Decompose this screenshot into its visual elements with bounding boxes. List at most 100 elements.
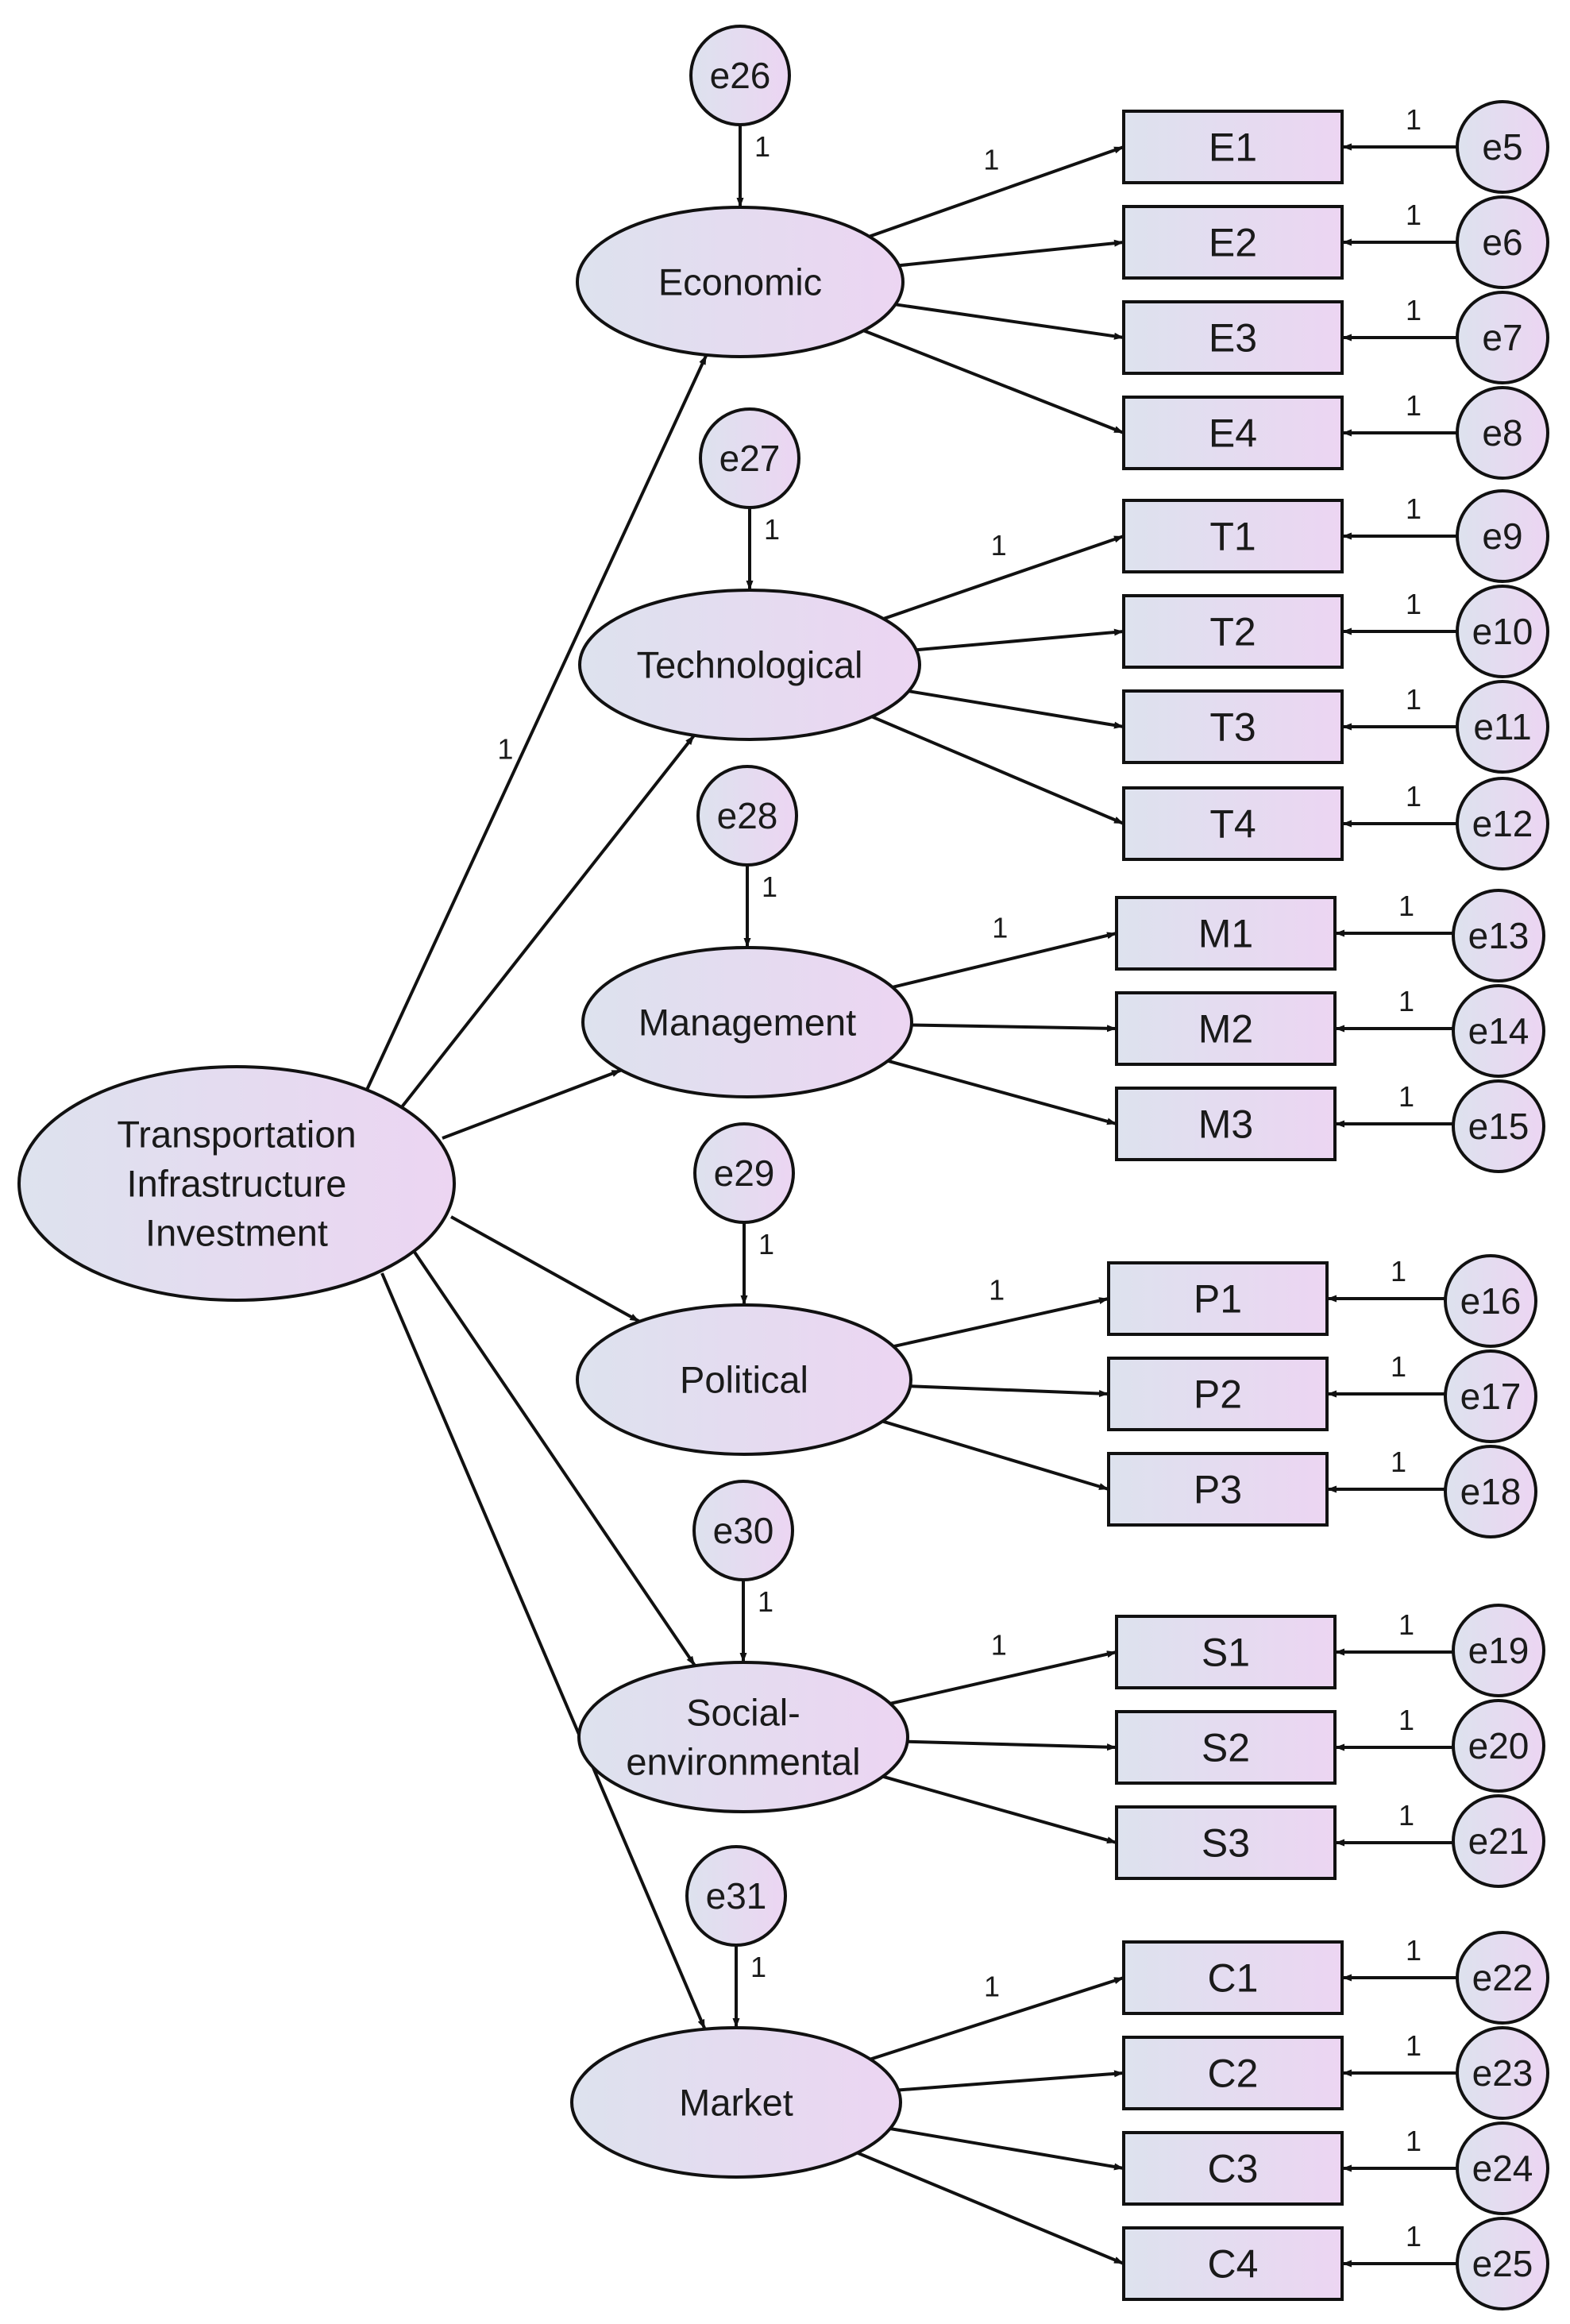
disturbance-e30-circle: [692, 1480, 794, 1581]
path-political-to-P2: [910, 1384, 1109, 1398]
error-e6-label: e6: [1482, 222, 1522, 263]
latent-tii-ellipse: [17, 1065, 456, 1302]
path-e11-label: 1: [1406, 683, 1421, 716]
indicator-C1-box: [1122, 1940, 1344, 2015]
error-e11-circle: [1456, 680, 1549, 774]
latent-political-label: Political: [680, 1358, 808, 1400]
error-e10-circle: [1456, 585, 1549, 678]
path-e12-label: 1: [1406, 780, 1421, 813]
path-technological-to-T2: [916, 628, 1124, 652]
path-e14-label: 1: [1398, 985, 1414, 1017]
path-management-M1-label: 1: [992, 911, 1008, 944]
error-e8-circle: [1456, 386, 1549, 480]
error-e18-label: e18: [1460, 1471, 1522, 1512]
indicator-C2-label: C2: [1208, 2052, 1259, 2096]
error-e21-circle: [1452, 1794, 1545, 1888]
indicator-E2-label: E2: [1209, 221, 1257, 265]
path-economic-to-E2: [898, 239, 1124, 268]
path-political-P1-label: 1: [989, 1273, 1005, 1306]
latent-political-ellipse: [576, 1303, 912, 1456]
path-e23-label: 1: [1406, 2029, 1421, 2062]
error-e20-label: e20: [1468, 1725, 1529, 1766]
error-e18-circle: [1444, 1445, 1537, 1538]
disturbance-e29-label: e29: [714, 1152, 775, 1194]
indicator-E1-box: [1122, 110, 1344, 184]
path-e17-label: 1: [1391, 1350, 1406, 1383]
path-social-to-S2: [907, 1739, 1117, 1751]
disturbance-e29-circle: [693, 1122, 795, 1224]
path-political-to-P1: [893, 1297, 1109, 1349]
disturbance-e31-label: e31: [706, 1875, 767, 1917]
paths-layer: [365, 125, 1457, 2268]
path-e31-label: 1: [750, 1951, 766, 1983]
error-e11-label: e11: [1473, 706, 1531, 747]
disturbance-e27-label: e27: [719, 438, 781, 479]
path-market-to-C3: [889, 2126, 1124, 2171]
error-e19-label: e19: [1468, 1630, 1529, 1671]
disturbance-e30-label: e30: [713, 1510, 774, 1551]
indicator-P1-box: [1107, 1261, 1329, 1336]
path-tii-to-management: [442, 1068, 622, 1140]
path-e19-label: 1: [1398, 1608, 1414, 1641]
latent-management-label: Management: [638, 1001, 856, 1043]
path-social-S1-label: 1: [991, 1629, 1007, 1662]
path-e25-label: 1: [1406, 2220, 1421, 2253]
error-e19-circle: [1452, 1604, 1545, 1697]
path-tii-to-technological: [399, 734, 696, 1110]
indicator-E3-box: [1122, 300, 1344, 375]
indicator-S1-label: S1: [1202, 1631, 1250, 1675]
path-e22-label: 1: [1406, 1934, 1421, 1967]
indicator-T3-box: [1122, 689, 1344, 764]
indicator-C3-box: [1122, 2131, 1344, 2206]
path-market-C1-label: 1: [984, 1970, 1000, 2002]
latent-technological-label: Technological: [637, 643, 863, 685]
latent-economic-ellipse: [576, 206, 905, 358]
error-e13-label: e13: [1468, 915, 1529, 956]
indicator-C4-label: C4: [1208, 2242, 1259, 2287]
error-e24-circle: [1456, 2121, 1549, 2215]
path-economic-E1-label: 1: [983, 144, 999, 176]
indicator-M3-box: [1115, 1087, 1337, 1161]
indicator-T3-label: T3: [1209, 705, 1256, 750]
path-e13-label: 1: [1398, 890, 1414, 922]
path-e6-label: 1: [1406, 199, 1421, 231]
disturbance-e27-circle: [699, 407, 800, 509]
path-technological-to-T3: [908, 689, 1124, 729]
path-technological-to-T1: [882, 535, 1124, 620]
path-tii-to-social: [412, 1249, 696, 1667]
path-social-to-S1: [889, 1650, 1117, 1705]
error-e24-label: e24: [1472, 2148, 1533, 2189]
path-e27-label: 1: [764, 513, 780, 546]
indicator-S3-label: S3: [1202, 1821, 1250, 1866]
indicator-P3-box: [1107, 1452, 1329, 1527]
path-e28-label: 1: [762, 871, 777, 903]
path-e21-label: 1: [1398, 1799, 1414, 1832]
path-tii-to-market: [380, 1272, 707, 2030]
path-e26-label: 1: [754, 130, 770, 163]
indicator-C1-label: C1: [1208, 1956, 1259, 2001]
indicator-P2-label: P2: [1194, 1372, 1242, 1417]
error-e22-circle: [1456, 1931, 1549, 2025]
path-e9-label: 1: [1406, 492, 1421, 525]
indicator-E3-label: E3: [1209, 316, 1257, 361]
path-e29-label: 1: [758, 1228, 774, 1260]
path-tii-to-economic: [365, 354, 708, 1091]
path-e20-label: 1: [1398, 1704, 1414, 1736]
path-e24-label: 1: [1406, 2125, 1421, 2157]
path-tii-to-political: [450, 1215, 641, 1323]
latent-technological-ellipse: [578, 589, 921, 741]
error-e14-label: e14: [1468, 1010, 1529, 1052]
path-e7-label: 1: [1406, 294, 1421, 326]
path-market-to-C2: [898, 2070, 1124, 2092]
error-e17-circle: [1444, 1349, 1537, 1443]
path-market-to-C1: [870, 1976, 1124, 2061]
indicator-T1-label: T1: [1209, 515, 1256, 559]
error-e9-label: e9: [1482, 515, 1522, 557]
error-e15-label: e15: [1468, 1106, 1529, 1147]
error-e17-label: e17: [1460, 1376, 1522, 1417]
error-e23-circle: [1456, 2026, 1549, 2120]
